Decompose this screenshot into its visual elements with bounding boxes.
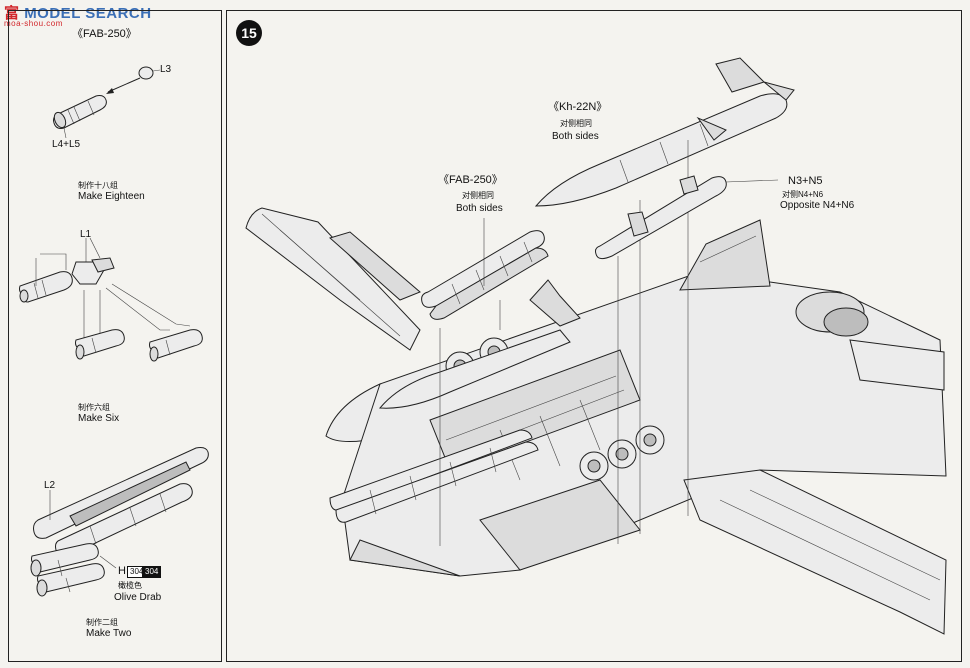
fab250-heading: 《FAB-250》 <box>72 28 137 40</box>
watermark-logo: 富 MODEL SEARCH moa-shou.com <box>4 2 152 28</box>
right-panel <box>226 10 962 662</box>
part-label-l1: L1 <box>80 229 92 240</box>
n3n5-callout-en: Opposite N4+N6 <box>780 200 855 211</box>
watermark-prefix: 富 <box>4 5 20 22</box>
n3n5-callout-cn: 对侧N4+N6 <box>782 190 824 199</box>
paint-name-cn: 橄榄色 <box>118 581 142 590</box>
watermark-sub: moa-shou.com <box>4 19 63 28</box>
paint-code-box: 304 <box>127 566 147 578</box>
part-label-l3: L3 <box>160 64 172 75</box>
fab250-callout-title: 《FAB-250》 <box>438 174 503 186</box>
fab250-callout-cn: 对侧相同 <box>462 191 494 200</box>
left-panel <box>8 10 222 662</box>
group-six-en: Make Six <box>78 413 120 424</box>
group-eighteen-cn: 制作十八组 <box>78 181 118 190</box>
part-label-l2: L2 <box>44 480 56 491</box>
pylon-drawing <box>595 175 779 544</box>
part-label-l4l5: L4+L5 <box>52 139 81 150</box>
kh22n-callout-title: 《Kh-22N》 <box>548 101 608 113</box>
kh22n-callout-en: Both sides <box>552 131 599 142</box>
part-label-h: H <box>118 565 126 577</box>
fab250-rack-drawing <box>421 218 549 546</box>
group-two-cn: 制作二组 <box>86 618 118 627</box>
rack-assembly-drawing <box>19 237 203 362</box>
kh22n-missile-drawing <box>534 57 795 534</box>
aircraft-drawing <box>245 207 947 635</box>
step-number-badge: 15 <box>236 20 262 46</box>
watermark-brand: MODEL SEARCH <box>24 5 152 22</box>
bomb-body-drawing <box>53 95 107 139</box>
twin-rack-drawing <box>30 447 209 597</box>
group-six-cn: 制作六组 <box>78 403 110 412</box>
paint-name-en: Olive Drab <box>114 592 162 603</box>
kh22n-callout-cn: 对侧相同 <box>560 119 592 128</box>
group-eighteen-en: Make Eighteen <box>78 191 145 202</box>
paint-code-box-dark: 304 <box>142 566 162 578</box>
group-two-en: Make Two <box>86 628 132 639</box>
n3n5-callout-title: N3+N5 <box>788 175 823 187</box>
fab250-callout-en: Both sides <box>456 203 503 214</box>
bomb-cap-drawing <box>106 66 161 94</box>
